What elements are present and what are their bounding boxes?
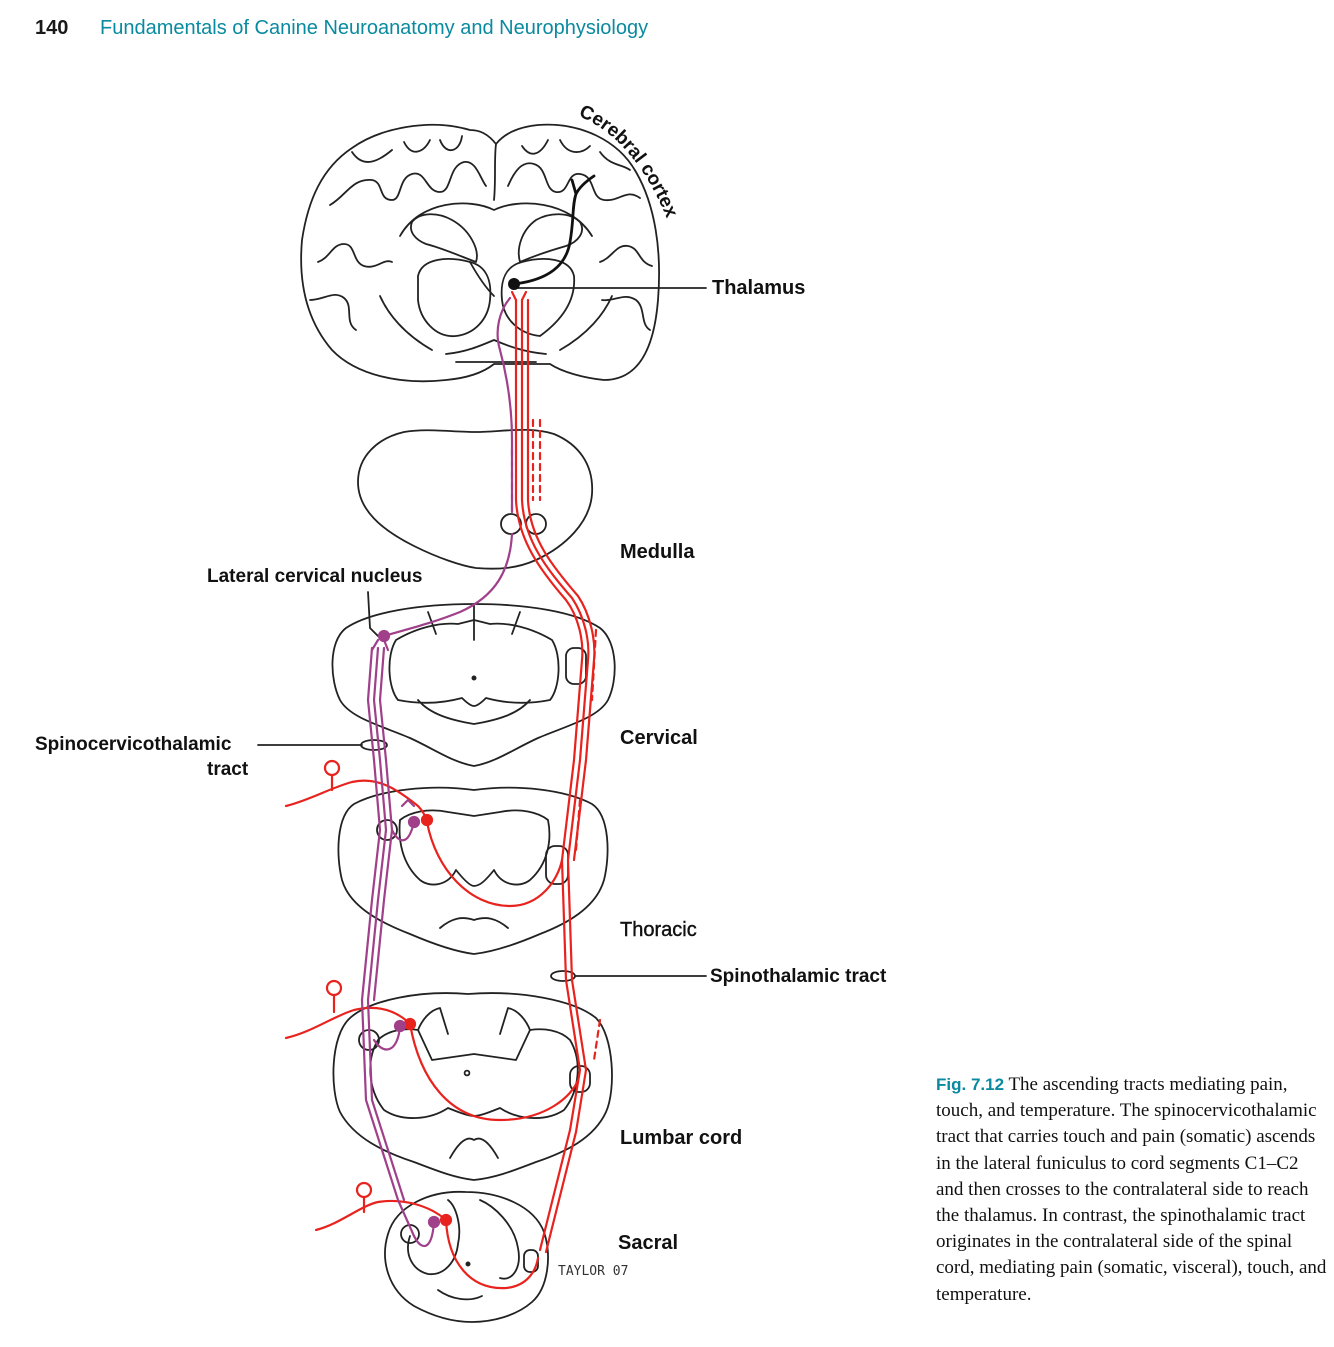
- book-title: Fundamentals of Canine Neuroanatomy and …: [100, 17, 649, 39]
- lumbar-section: [332, 992, 613, 1181]
- label-lateral-cervical-nucleus: Lateral cervical nucleus: [207, 566, 423, 587]
- cervical-section: [331, 603, 616, 767]
- caption-text: The ascending tracts mediating pain, tou…: [936, 1074, 1327, 1305]
- brain-outline: [300, 123, 660, 383]
- page-number: 140: [35, 17, 69, 39]
- thalamic-nucleus-dot: [508, 278, 520, 290]
- thalamus-left: [417, 258, 492, 337]
- label-thoracic: Thoracic: [620, 919, 697, 941]
- lateral-ventricle-left: [410, 213, 478, 263]
- label-lumbar-cord: Lumbar cord: [620, 1127, 743, 1149]
- label-spinothalamic-tract: Spinothalamic tract: [710, 966, 887, 987]
- label-medulla: Medulla: [620, 541, 695, 563]
- lateral-ventricle-right: [517, 213, 583, 263]
- spinocervicothalamic-tract-path: [360, 296, 514, 1248]
- medulla-outline: [357, 428, 593, 570]
- label-cervical: Cervical: [620, 727, 698, 749]
- label-spinocervicothalamic-2: tract: [207, 759, 249, 780]
- label-sacral: Sacral: [618, 1232, 679, 1254]
- thoracic-spinocervicothalamic-tract: [376, 819, 398, 841]
- page-header: 140 Fundamentals of Canine Neuroanatomy …: [35, 17, 648, 45]
- figure-number: Fig. 7.12: [936, 1075, 1005, 1094]
- thoracic-spinothalamic-tract: [545, 845, 569, 885]
- figure-caption: Fig. 7.12 The ascending tracts mediating…: [936, 1072, 1328, 1308]
- longitudinal-fissure: [493, 143, 497, 201]
- spinothalamic-tract-path: [284, 290, 602, 1290]
- lateral-cervical-nucleus-leader: [367, 591, 379, 637]
- sacral-section: [384, 1190, 549, 1323]
- label-thalamus: Thalamus: [712, 277, 806, 299]
- brain-section: [300, 123, 660, 383]
- thalamocortical-projection: [512, 174, 596, 286]
- label-spinocervicothalamic-1: Spinocervicothalamic: [35, 734, 232, 755]
- thalamus-right: [500, 258, 575, 337]
- cervical-spinothalamic-tract: [565, 647, 587, 685]
- label-cerebral-cortex: Cerebral cortex: [576, 101, 682, 221]
- artist-signature: TAYLOR 07: [558, 1264, 629, 1279]
